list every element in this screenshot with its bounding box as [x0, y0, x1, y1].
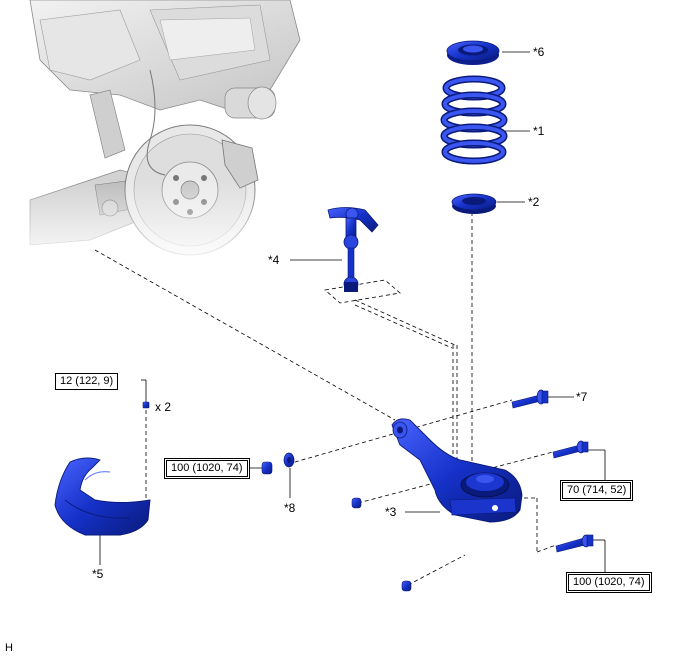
part-label-8: *8 — [284, 501, 296, 515]
cover-part — [54, 457, 151, 536]
small-bolt-part — [142, 401, 150, 409]
torque-spec-3: 70 (714, 52) — [560, 480, 634, 501]
leader-lines — [94, 212, 557, 586]
part-label-3: *3 — [385, 505, 397, 519]
bolt-part-7 — [511, 389, 549, 409]
quantity-label: x 2 — [155, 400, 172, 414]
vehicle-underbody-illustration — [20, 0, 320, 260]
stabilizer-link-part — [327, 207, 379, 292]
bolt-part-right-lower — [555, 534, 594, 553]
nut-part-left — [261, 461, 273, 475]
cam-plate-part — [283, 452, 295, 468]
lower-arm-part — [391, 418, 523, 523]
torque-spec-4: 100 (1020, 74) — [566, 572, 652, 593]
part-label-4: *4 — [268, 253, 280, 267]
part-label-6: *6 — [533, 45, 545, 59]
coil-spring-part — [440, 75, 508, 165]
nut-part-middle — [351, 497, 362, 509]
part-label-5: *5 — [92, 567, 104, 581]
torque-spec-1: 12 (122, 9) — [55, 373, 119, 390]
part-label-1: *1 — [533, 124, 545, 138]
torque-spec-2: 100 (1020, 74) — [164, 458, 250, 479]
nut-part-bottom — [401, 580, 412, 592]
bolt-part-right-upper — [552, 440, 589, 459]
corner-mark: H — [5, 642, 13, 654]
part-label-7: *7 — [576, 390, 588, 404]
part-label-2: *2 — [528, 195, 540, 209]
callout-lines — [99, 51, 606, 572]
upper-insulator-part — [446, 40, 500, 65]
lower-insulator-part — [451, 193, 497, 214]
